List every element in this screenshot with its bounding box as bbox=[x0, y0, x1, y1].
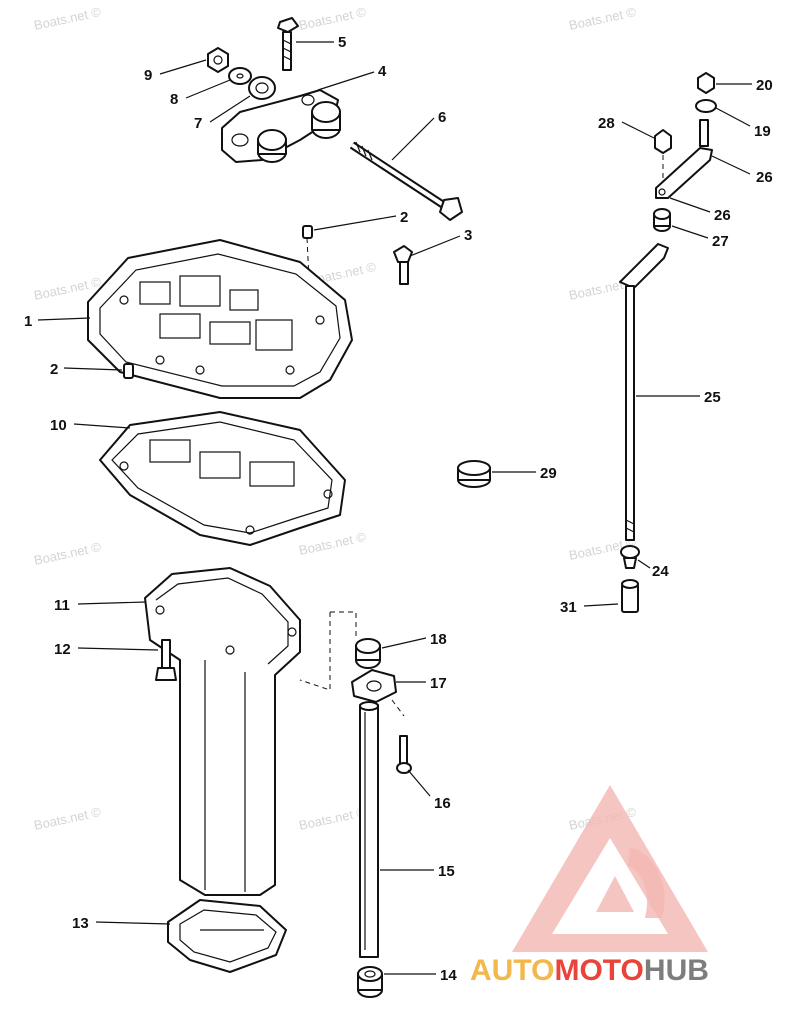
watermark: Boats.net © bbox=[568, 4, 638, 33]
callout-17: 17 bbox=[430, 675, 447, 692]
dowel-pin-part bbox=[123, 363, 134, 379]
logo-auto: AUTO bbox=[470, 954, 554, 987]
washer-hole bbox=[255, 82, 269, 94]
nut-part bbox=[207, 47, 229, 73]
callout-15: 15 bbox=[438, 863, 455, 880]
long-bolt-part bbox=[349, 141, 463, 221]
callout-4: 4 bbox=[378, 63, 387, 80]
seal-part bbox=[167, 899, 287, 973]
washer-part bbox=[695, 99, 717, 113]
callout-27: 27 bbox=[712, 233, 729, 250]
callout-26-lower: 26 bbox=[714, 207, 731, 224]
bolt-part bbox=[155, 639, 177, 681]
bracket-part bbox=[221, 89, 341, 163]
watermark: Boats.net © bbox=[298, 529, 368, 558]
grommet-part bbox=[355, 638, 381, 669]
water-tube-part bbox=[359, 701, 379, 958]
callout-26-upper: 26 bbox=[756, 169, 773, 186]
callout-1: 1 bbox=[24, 313, 32, 330]
bushing-part bbox=[457, 460, 491, 488]
adapter-plate-part bbox=[87, 239, 353, 399]
watermark: Boats.net © bbox=[33, 804, 103, 833]
callout-13: 13 bbox=[72, 915, 89, 932]
watermark: Boats.net © bbox=[33, 4, 103, 33]
callout-9: 9 bbox=[144, 67, 152, 84]
dashed-guide bbox=[391, 699, 405, 717]
callout-29: 29 bbox=[540, 465, 557, 482]
bolt-part bbox=[277, 17, 299, 71]
clip-part bbox=[620, 545, 640, 569]
grommet-part bbox=[357, 966, 383, 998]
retainer-part bbox=[351, 669, 397, 703]
screw-part bbox=[396, 735, 412, 774]
nut-part bbox=[654, 129, 672, 154]
callout-3: 3 bbox=[464, 227, 472, 244]
callout-28: 28 bbox=[598, 115, 615, 132]
dashed-guide bbox=[299, 611, 357, 691]
callout-7: 7 bbox=[194, 115, 202, 132]
callout-10: 10 bbox=[50, 417, 67, 434]
logo-moto: MOTO bbox=[554, 954, 643, 987]
callout-16: 16 bbox=[434, 795, 451, 812]
callouts: 5 9 4 8 7 6 2 3 1 2 10 11 12 13 14 15 16 bbox=[24, 34, 773, 984]
bushing-part bbox=[621, 579, 639, 613]
shift-shaft-part bbox=[619, 243, 669, 541]
callout-19: 19 bbox=[754, 123, 771, 140]
driveshaft-housing-part bbox=[144, 567, 301, 896]
bolt-part bbox=[393, 245, 413, 285]
washer-part bbox=[248, 76, 276, 100]
callout-5: 5 bbox=[338, 34, 346, 51]
callout-31: 31 bbox=[560, 599, 577, 616]
logo-swoosh bbox=[628, 848, 665, 918]
callout-12: 12 bbox=[54, 641, 71, 658]
lever-part bbox=[655, 119, 713, 199]
watermark: Boats.net © bbox=[33, 539, 103, 568]
dowel-pin-part bbox=[302, 225, 313, 239]
svg-text:AUTOMOTOHUB: AUTOMOTOHUB bbox=[470, 954, 709, 987]
washer-part bbox=[228, 67, 252, 85]
automotohub-logo: AUTOMOTOHUB bbox=[470, 785, 709, 987]
callout-25: 25 bbox=[704, 389, 721, 406]
callout-11: 11 bbox=[54, 597, 70, 614]
logo-hub: HUB bbox=[644, 954, 709, 987]
callout-18: 18 bbox=[430, 631, 447, 648]
callout-8: 8 bbox=[170, 91, 178, 108]
callout-14: 14 bbox=[440, 967, 457, 984]
logo-triangle-inner bbox=[596, 876, 634, 912]
callout-2-bottom: 2 bbox=[50, 361, 58, 378]
callout-20: 20 bbox=[756, 77, 773, 94]
nut-part bbox=[697, 72, 715, 94]
callout-2-top: 2 bbox=[400, 209, 408, 226]
washer-hole bbox=[236, 73, 244, 79]
callout-24: 24 bbox=[652, 563, 669, 580]
gasket-part bbox=[99, 411, 346, 546]
callout-6: 6 bbox=[438, 109, 446, 126]
watermark: Boats.net © bbox=[298, 804, 368, 833]
watermark: Boats.net © bbox=[298, 4, 368, 33]
bushing-part bbox=[653, 208, 671, 232]
